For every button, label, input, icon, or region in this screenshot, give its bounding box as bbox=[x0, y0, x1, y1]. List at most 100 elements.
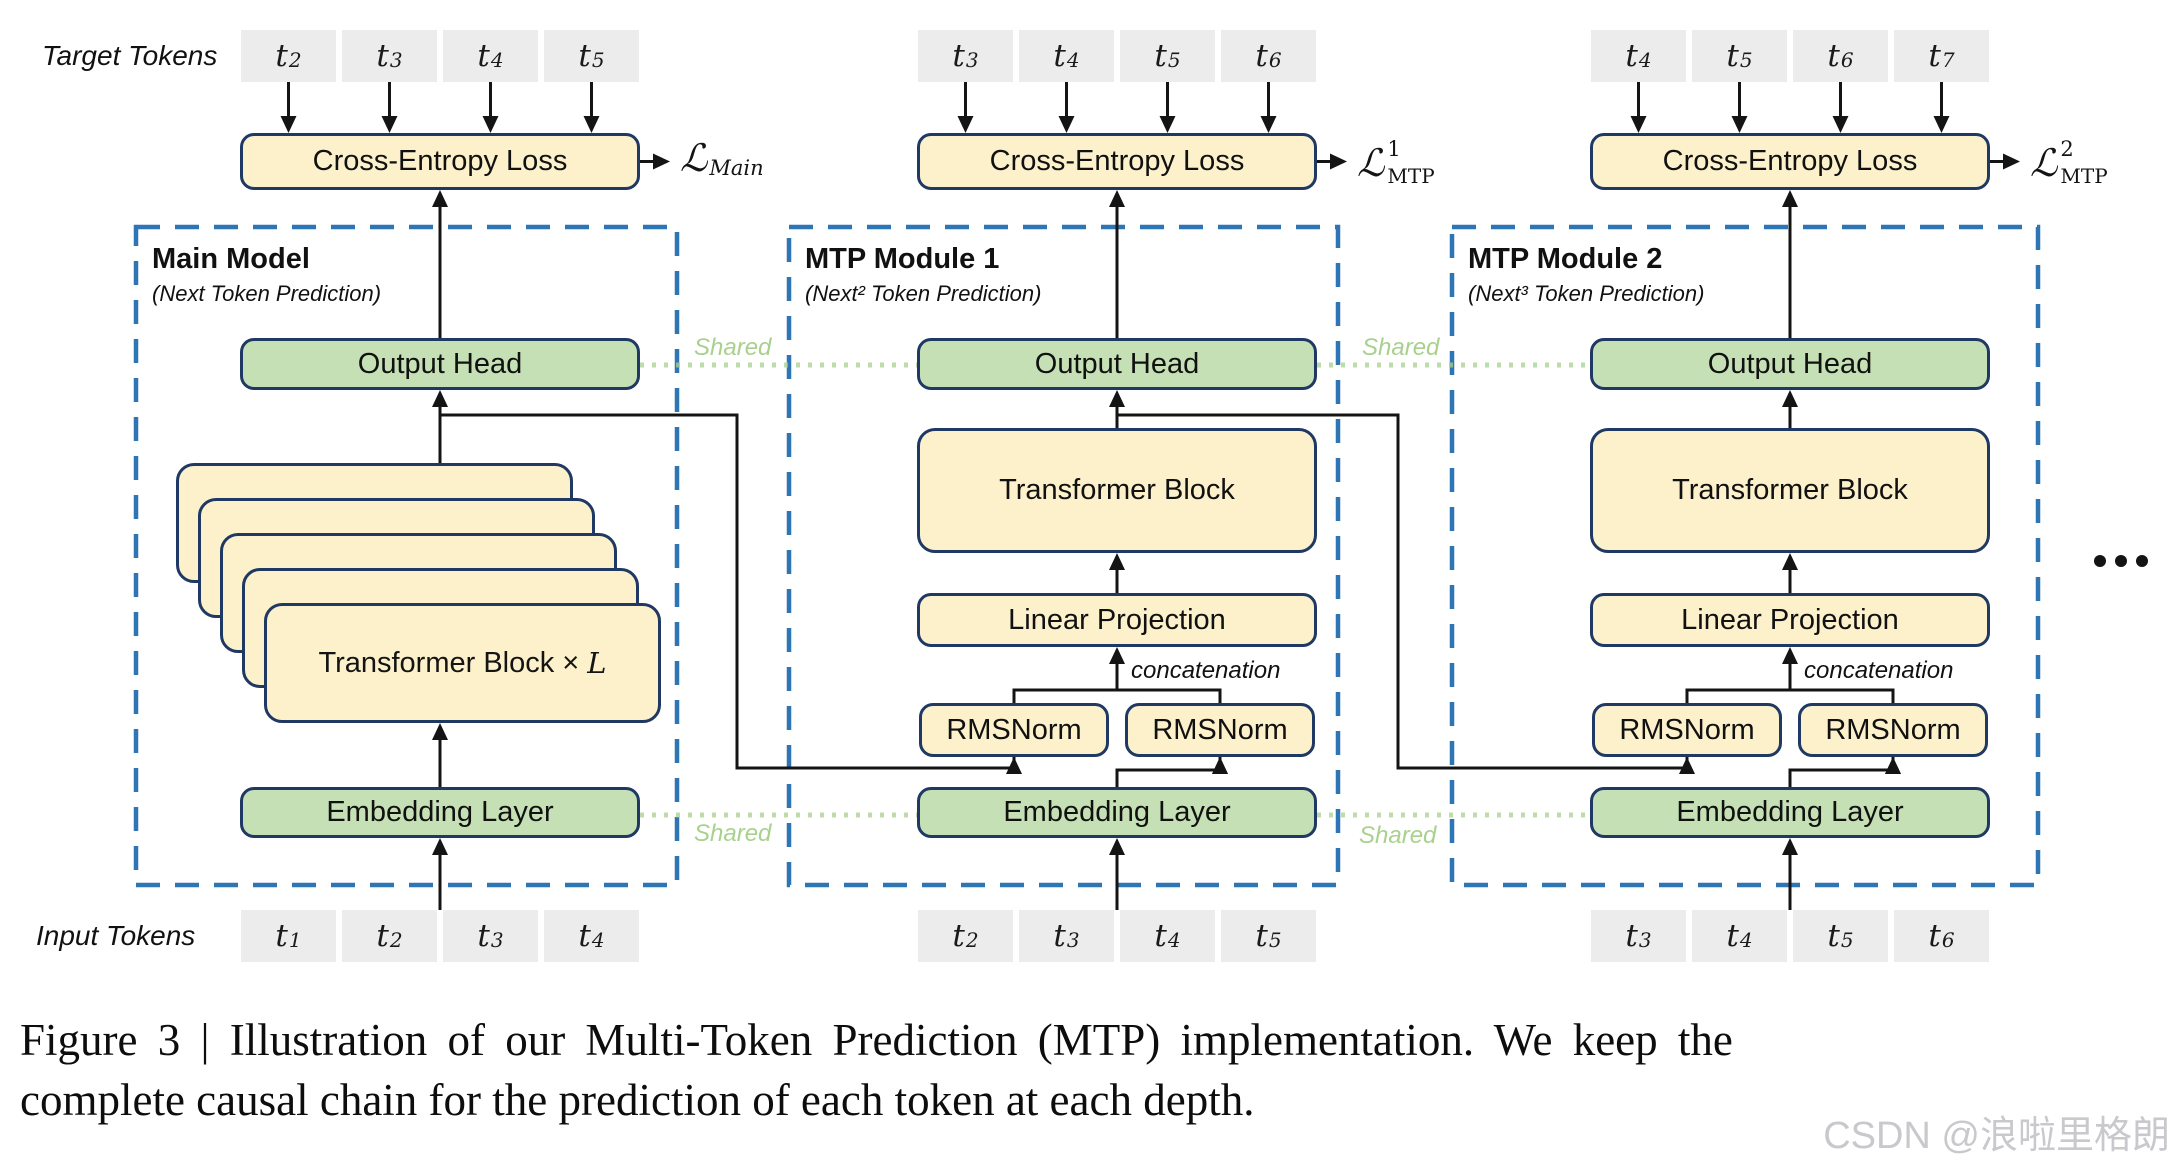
arrowhead bbox=[1109, 190, 1125, 207]
arrowhead bbox=[653, 153, 670, 170]
transformer-block-box: Transformer Block bbox=[1590, 428, 1990, 553]
arrowhead bbox=[1159, 116, 1176, 133]
arrowhead bbox=[1782, 390, 1798, 407]
arrowhead bbox=[482, 116, 499, 133]
module-title: MTP Module 1 bbox=[805, 243, 1000, 275]
transformer-block-stack-layer: Transformer Block × L bbox=[264, 603, 661, 723]
cross-entropy-loss-box: Cross-Entropy Loss bbox=[917, 133, 1317, 190]
arrowhead bbox=[1933, 116, 1950, 133]
shared-label-embedding-2: Shared bbox=[1359, 822, 1437, 849]
arrowhead bbox=[1782, 190, 1798, 207]
module-subtitle: (Next³ Token Prediction) bbox=[1468, 281, 1705, 306]
cross-entropy-loss-box: Cross-Entropy Loss bbox=[240, 133, 640, 190]
embedding-layer-box: Embedding Layer bbox=[917, 787, 1317, 838]
output-head-box: Output Head bbox=[240, 338, 640, 390]
rmsnorm-right-box: RMSNorm bbox=[1125, 703, 1315, 757]
output-head-box: Output Head bbox=[1590, 338, 1990, 390]
embedding-layer-box: Embedding Layer bbox=[1590, 787, 1990, 838]
arrowhead bbox=[1731, 116, 1748, 133]
concatenation-label: concatenation bbox=[1131, 657, 1281, 684]
mtp-module-2-dashed-box bbox=[1449, 224, 2041, 888]
arrowhead bbox=[1782, 553, 1798, 570]
module-title: MTP Module 2 bbox=[1468, 243, 1663, 275]
concatenation-label: concatenation bbox=[1804, 657, 1954, 684]
arrowhead bbox=[583, 116, 600, 133]
output-head-box: Output Head bbox=[917, 338, 1317, 390]
figure-caption-line2: complete causal chain for the prediction… bbox=[20, 1075, 1255, 1125]
arrowhead bbox=[1006, 757, 1022, 774]
main-model-dashed-box bbox=[133, 224, 680, 888]
arrowhead bbox=[1782, 647, 1798, 664]
arrowhead bbox=[280, 116, 297, 133]
arrowhead bbox=[1330, 153, 1347, 170]
arrowhead bbox=[432, 838, 448, 855]
arrowhead bbox=[1832, 116, 1849, 133]
figure-caption-line1: Figure 3 | Illustration of our Multi-Tok… bbox=[20, 1015, 1733, 1065]
shared-label-embedding-1: Shared bbox=[694, 820, 772, 847]
arrowhead bbox=[1212, 757, 1228, 774]
continuation-dots bbox=[2094, 555, 2106, 567]
arrowhead bbox=[1058, 116, 1075, 133]
arrowhead bbox=[1109, 553, 1125, 570]
arrowhead bbox=[432, 390, 448, 407]
rmsnorm-right-box: RMSNorm bbox=[1798, 703, 1988, 757]
embedding-layer-box: Embedding Layer bbox=[240, 787, 640, 838]
arrowhead bbox=[957, 116, 974, 133]
arrowhead bbox=[2003, 153, 2020, 170]
module-subtitle: (Next Token Prediction) bbox=[152, 281, 382, 306]
concat-elbow bbox=[1685, 688, 1895, 703]
arrowhead bbox=[432, 190, 448, 207]
arrowhead bbox=[1109, 390, 1125, 407]
arrowhead bbox=[1782, 838, 1798, 855]
input-tokens-row-label: Input Tokens bbox=[36, 920, 196, 951]
arrowhead bbox=[1679, 757, 1695, 774]
concat-elbow bbox=[1012, 688, 1222, 703]
mtp-module-1-dashed-box bbox=[786, 224, 1341, 888]
arrowhead bbox=[432, 723, 448, 740]
arrowhead bbox=[1109, 838, 1125, 855]
shared-label-output-2: Shared bbox=[1362, 334, 1440, 361]
module-title: Main Model bbox=[152, 243, 310, 275]
transformer-block-box: Transformer Block bbox=[917, 428, 1317, 553]
continuation-dots bbox=[2115, 555, 2127, 567]
csdn-watermark: CSDN @浪啦里格朗 bbox=[1823, 1115, 2170, 1157]
arrowhead bbox=[1109, 647, 1125, 664]
arrowhead bbox=[1630, 116, 1647, 133]
module-subtitle: (Next² Token Prediction) bbox=[805, 281, 1042, 306]
linear-projection-box: Linear Projection bbox=[917, 593, 1317, 647]
rmsnorm-left-box: RMSNorm bbox=[919, 703, 1109, 757]
linear-projection-box: Linear Projection bbox=[1590, 593, 1990, 647]
continuation-dots bbox=[2136, 555, 2148, 567]
cross-entropy-loss-box: Cross-Entropy Loss bbox=[1590, 133, 1990, 190]
shared-label-output-1: Shared bbox=[694, 334, 772, 361]
arrowhead bbox=[1885, 757, 1901, 774]
